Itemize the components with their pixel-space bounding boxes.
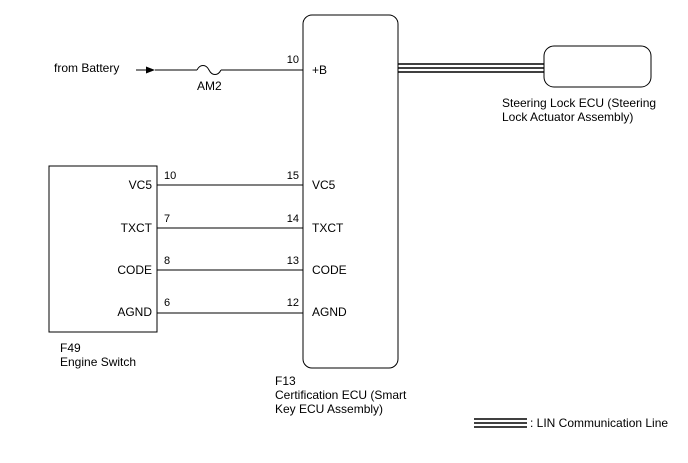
legend-lin-label: : LIN Communication Line	[530, 416, 669, 430]
ecu-terminal-agnd: AGND	[312, 305, 347, 319]
switch-terminal-txct: TXCT	[120, 221, 152, 235]
ecu-terminal-code: CODE	[312, 263, 347, 277]
engine-switch-box	[48, 165, 158, 333]
ecu-terminal-vc5: VC5	[312, 178, 336, 192]
steering-lock-ecu-box	[543, 45, 652, 88]
ecu-pin-txct: 14	[286, 213, 299, 225]
switch-terminal-vc5: VC5	[128, 178, 152, 192]
engine-switch-connector: F49	[60, 341, 81, 355]
battery-label: from Battery	[54, 61, 120, 75]
ecu-pin-vc5: 15	[286, 170, 299, 182]
steering-lock-name-line2: Lock Actuator Assembly)	[502, 110, 634, 124]
certification-ecu-name-line1: Certification ECU (Smart	[275, 388, 407, 402]
steering-lock-name-line1: Steering Lock ECU (Steering	[502, 96, 657, 110]
ecu-pin-code: 13	[286, 255, 299, 267]
certification-ecu-connector: F13	[275, 374, 296, 388]
ecu-terminal-txct: TXCT	[312, 221, 344, 235]
lin-communication-line	[398, 63, 544, 73]
ecu-pin-agnd: 12	[286, 297, 299, 309]
switch-terminal-code: CODE	[117, 263, 152, 277]
engine-switch-name: Engine Switch	[60, 355, 137, 369]
switch-terminal-agnd: AGND	[117, 305, 152, 319]
switch-pin-vc5: 10	[164, 170, 177, 182]
ecu-plusb-label: +B	[312, 63, 328, 77]
fuse-am2-icon	[196, 65, 222, 75]
battery-arrow-icon	[136, 66, 155, 74]
ecu-plusb-pin: 10	[286, 54, 299, 66]
certification-ecu-name-line2: Key ECU Assembly)	[275, 402, 384, 416]
fuse-label: AM2	[197, 79, 222, 93]
switch-pin-code: 8	[164, 255, 171, 267]
switch-pin-txct: 7	[164, 213, 171, 225]
switch-pin-agnd: 6	[164, 297, 171, 309]
legend-lin-symbol	[474, 418, 527, 428]
certification-ecu-box	[302, 14, 399, 369]
